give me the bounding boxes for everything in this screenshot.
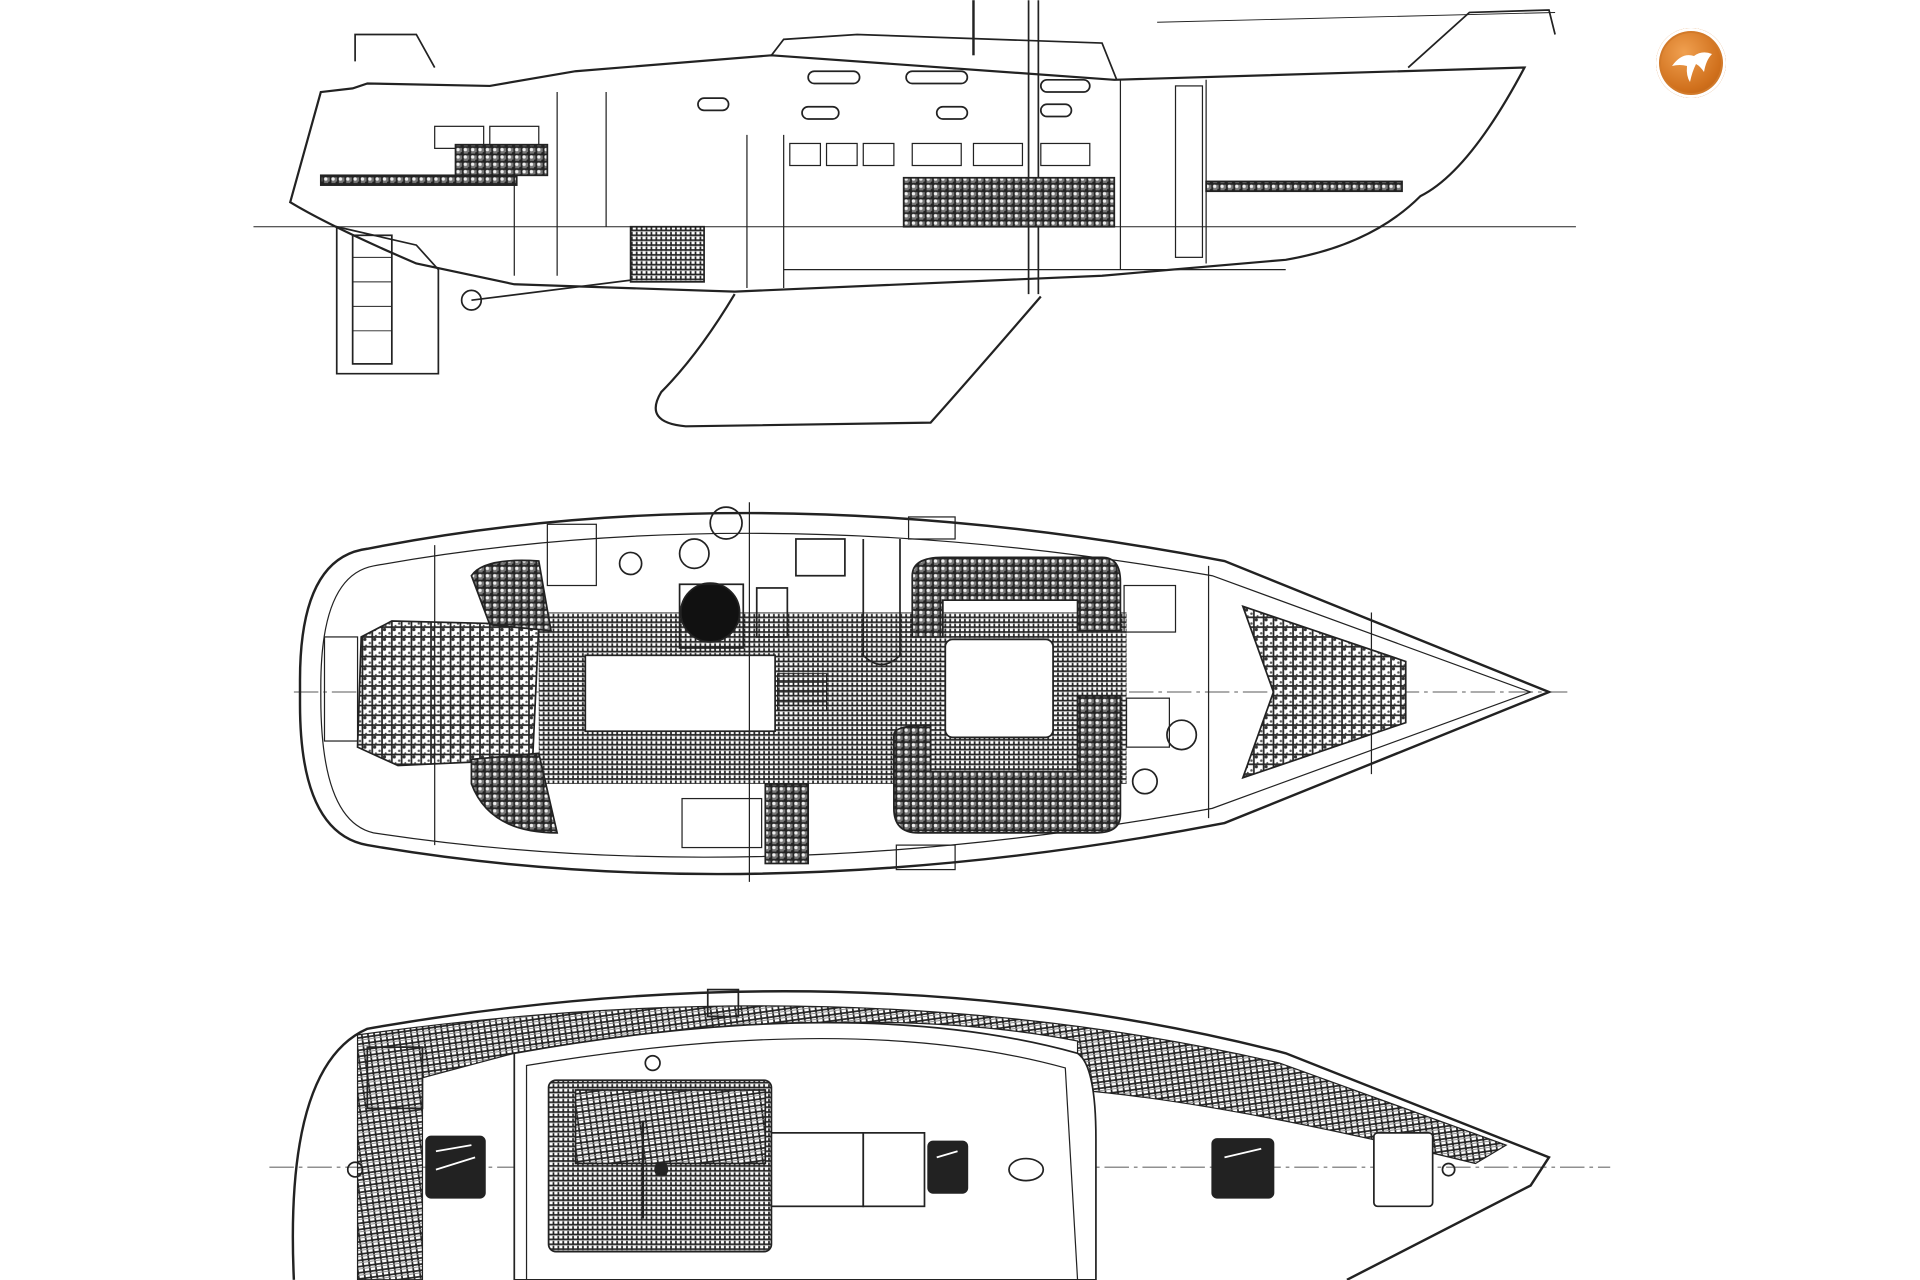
cabin-top	[770, 33, 1118, 81]
aft-cabin-cushion-top	[470, 559, 553, 632]
vberth	[1205, 180, 1403, 193]
propeller-shaft	[471, 278, 637, 302]
side-profile-view	[253, 0, 1576, 428]
head-toilet	[1166, 719, 1198, 751]
galley-cushion	[764, 783, 810, 865]
nav-table	[584, 654, 776, 733]
keel	[654, 293, 1042, 428]
companionway-steps	[777, 673, 828, 711]
deck-plan-view	[269, 988, 1611, 1280]
engine	[629, 225, 705, 283]
interior-layout-view	[293, 502, 1568, 882]
aft-berth	[454, 143, 549, 177]
hull-profile	[288, 54, 1527, 293]
cockpit-sole	[574, 1089, 767, 1165]
aft-cabin-cushion-bottom	[470, 752, 559, 834]
propeller	[460, 289, 483, 311]
brand-logo	[1656, 28, 1726, 98]
stove	[679, 582, 741, 643]
pushpit	[354, 33, 436, 68]
deck-hatches	[425, 1135, 1275, 1199]
companionway-hatch	[770, 1132, 865, 1208]
hull-outline-interior	[298, 511, 1553, 876]
deck-outline	[291, 990, 1551, 1280]
galley-sink	[795, 538, 846, 577]
saloon-settee-l	[893, 694, 1122, 834]
saloon-settee	[902, 176, 1116, 228]
forward-vberth	[1241, 604, 1407, 780]
aft-double-berth	[356, 620, 540, 767]
saloon-table	[944, 638, 1054, 739]
rudder	[335, 225, 440, 375]
bird-icon	[1672, 52, 1712, 82]
saloon-settee-u	[911, 556, 1122, 638]
portlights	[697, 70, 1091, 120]
pulpit	[1407, 9, 1556, 69]
